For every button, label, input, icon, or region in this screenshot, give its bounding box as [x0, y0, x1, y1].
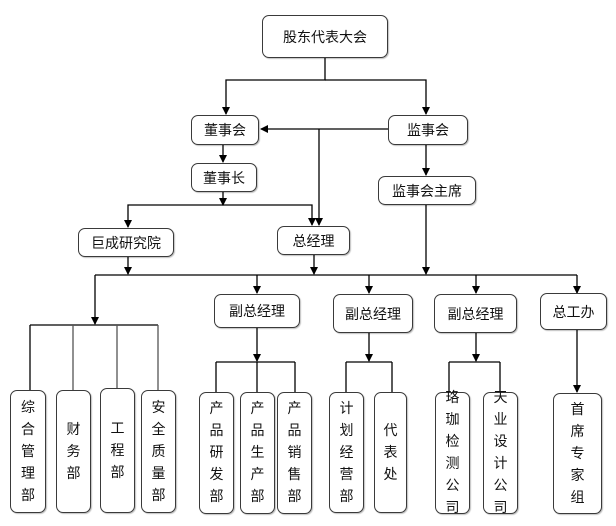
node-board[interactable]: 董事会 — [191, 115, 259, 145]
vertical-char: 产 — [287, 401, 302, 417]
vertical-char: 部 — [110, 464, 125, 481]
node-vgm1[interactable]: 副总经理 — [214, 294, 300, 328]
dept-luojia-label: 珞珈检测公司 — [446, 387, 460, 519]
node-dept-plan[interactable]: 计划经营部 — [329, 392, 364, 513]
vertical-char: 设 — [493, 434, 508, 450]
vertical-char: 产 — [250, 401, 265, 417]
vertical-char: 量 — [151, 465, 166, 482]
vertical-char: 务 — [66, 443, 81, 460]
vertical-char: 家 — [570, 467, 585, 484]
edge-shareholders-supervisory — [325, 79, 430, 115]
vertical-char: 部 — [151, 487, 166, 504]
edge-shareholders-board — [222, 58, 326, 115]
vertical-char: 珈 — [445, 412, 460, 428]
vertical-char: 珞 — [445, 390, 460, 406]
node-supervisory[interactable]: 监事会 — [388, 115, 468, 145]
vertical-char: 工 — [110, 420, 125, 437]
node-gm[interactable]: 总经理 — [277, 226, 350, 255]
vertical-char: 经 — [339, 444, 354, 461]
vertical-char: 合 — [21, 421, 35, 438]
node-dept-rnd[interactable]: 产品研发部 — [199, 392, 234, 514]
vertical-char: 生 — [250, 445, 265, 461]
vertical-char: 品 — [250, 423, 265, 439]
dept-tianye-label: 天业设计公司 — [494, 387, 508, 519]
vertical-char: 专 — [570, 445, 585, 462]
vertical-char: 品 — [287, 423, 302, 439]
vertical-char: 财 — [66, 421, 81, 438]
vertical-char: 公 — [445, 478, 460, 494]
vertical-char: 处 — [383, 466, 398, 483]
vertical-char: 部 — [209, 489, 224, 505]
vertical-char: 部 — [250, 489, 265, 505]
vertical-char: 营 — [339, 466, 354, 483]
vertical-char: 席 — [570, 423, 585, 440]
node-dept-safety[interactable]: 安全质量部 — [141, 390, 176, 513]
vertical-char: 发 — [209, 467, 224, 483]
vertical-char: 质 — [151, 443, 166, 460]
node-shareholders[interactable]: 股东代表大会 — [262, 15, 388, 58]
vertical-char: 司 — [445, 500, 460, 516]
dept-rep-label: 代表处 — [384, 420, 398, 486]
dept-admin-label: 综合管理部 — [21, 397, 35, 507]
node-dept-finance[interactable]: 财务部 — [56, 390, 91, 513]
node-dept-prod[interactable]: 产品生产部 — [240, 392, 275, 514]
vertical-char: 管 — [21, 443, 35, 460]
dept-finance-label: 财务部 — [67, 419, 81, 485]
node-supervisory-chair[interactable]: 监事会主席 — [378, 176, 476, 205]
vertical-char: 部 — [339, 488, 354, 505]
dept-rnd-label: 产品研发部 — [210, 398, 224, 508]
vertical-char: 部 — [21, 487, 35, 504]
vertical-char: 计 — [493, 456, 508, 472]
node-dept-sales[interactable]: 产品销售部 — [277, 392, 312, 514]
node-dept-luojia[interactable]: 珞珈检测公司 — [435, 390, 470, 516]
vertical-char: 表 — [383, 444, 398, 461]
vertical-char: 售 — [287, 467, 302, 483]
node-vgm3[interactable]: 副总经理 — [434, 294, 517, 333]
vertical-char: 研 — [209, 445, 224, 461]
dept-plan-label: 计划经营部 — [340, 398, 354, 508]
vertical-char: 计 — [339, 400, 354, 417]
node-research[interactable]: 巨成研究院 — [78, 228, 174, 257]
dept-safety-label: 安全质量部 — [152, 397, 166, 507]
vertical-char: 部 — [287, 489, 302, 505]
vertical-char: 产 — [250, 467, 265, 483]
vertical-char: 代 — [383, 422, 398, 439]
dept-experts-label: 首席专家组 — [571, 399, 585, 509]
vertical-char: 测 — [445, 456, 460, 472]
vertical-char: 产 — [209, 401, 224, 417]
dept-eng-label: 工程部 — [111, 418, 125, 484]
edge-chairman-research — [124, 204, 223, 228]
vertical-char: 司 — [493, 500, 508, 516]
dept-prod-label: 产品生产部 — [251, 398, 265, 508]
edge-chairman-gm — [223, 204, 316, 226]
node-chairman[interactable]: 董事长 — [191, 163, 257, 192]
node-dept-experts[interactable]: 首席专家组 — [553, 393, 602, 514]
vertical-char: 安 — [151, 399, 166, 416]
dept-sales-label: 产品销售部 — [288, 398, 302, 508]
vertical-char: 首 — [570, 401, 585, 418]
vertical-char: 公 — [493, 478, 508, 494]
node-dept-admin[interactable]: 综合管理部 — [10, 390, 46, 513]
vertical-char: 程 — [110, 442, 125, 459]
vertical-char: 组 — [570, 489, 585, 506]
vertical-char: 理 — [21, 465, 35, 482]
vertical-char: 天 — [493, 390, 508, 406]
node-vgm2[interactable]: 副总经理 — [333, 294, 413, 333]
vertical-char: 品 — [209, 423, 224, 439]
node-dept-eng[interactable]: 工程部 — [100, 388, 135, 513]
node-dept-tianye[interactable]: 天业设计公司 — [483, 390, 518, 516]
vertical-char: 全 — [151, 421, 166, 438]
node-dept-rep[interactable]: 代表处 — [374, 392, 407, 513]
vertical-char: 综 — [21, 399, 35, 416]
vertical-char: 业 — [493, 412, 508, 428]
node-chief-eng[interactable]: 总工办 — [540, 293, 607, 330]
vertical-char: 部 — [66, 465, 81, 482]
vertical-char: 销 — [287, 445, 302, 461]
vertical-char: 检 — [445, 434, 460, 450]
vertical-char: 划 — [339, 422, 354, 439]
